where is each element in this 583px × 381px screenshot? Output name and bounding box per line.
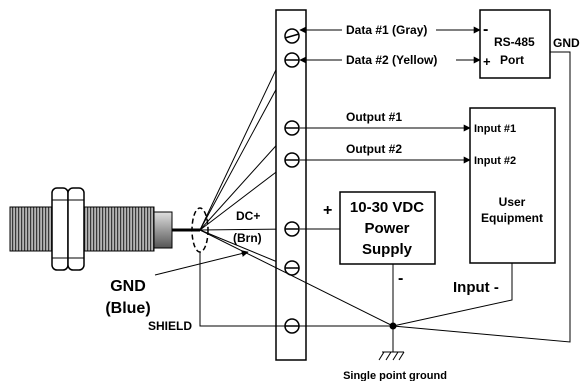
sensor-body [153, 211, 173, 249]
brn-label: (Brn) [233, 231, 262, 245]
dcplus-label: DC+ [236, 209, 260, 223]
data1-label: Data #1 (Gray) [346, 23, 427, 37]
terminal-screw [284, 28, 300, 44]
terminal-screw [284, 52, 300, 68]
ground-symbol-icon [378, 351, 405, 361]
gnd-label: GND [110, 278, 146, 295]
terminal-screw [284, 152, 300, 168]
terminal-screw [284, 120, 300, 136]
power-minus: - [398, 270, 403, 287]
gnd-return-wire [199, 229, 394, 327]
sensor [9, 187, 200, 271]
user-equipment-line1: User [499, 195, 526, 209]
rs485-gnd-wire [392, 51, 571, 343]
power-plus: + [323, 202, 332, 219]
terminal-screw [284, 260, 300, 276]
shield-label: SHIELD [148, 319, 192, 333]
rs485-gnd-label: GND [553, 36, 580, 50]
sensor-thread-right [81, 206, 155, 252]
user-input2-label: Input #2 [474, 155, 516, 167]
ground-label: Single point ground [343, 370, 447, 381]
power-line3: Supply [362, 241, 413, 258]
power-line1: 10-30 VDC [350, 199, 424, 216]
sensor-thread-left [9, 206, 55, 252]
sensor-nut-right [67, 187, 85, 271]
user-equipment-line2: Equipment [481, 211, 543, 225]
shield-wire [199, 252, 393, 327]
blue-label: (Blue) [105, 300, 150, 317]
rs485-title: RS-485 [494, 35, 535, 49]
output1-label: Output #1 [346, 110, 402, 124]
rs485-plus: + [483, 54, 491, 69]
user-equipment-box [469, 107, 556, 264]
terminal-screw [284, 221, 300, 237]
power-line2: Power [364, 220, 409, 237]
rs485-minus: - [483, 21, 488, 38]
data2-label: Data #2 (Yellow) [346, 53, 437, 67]
gnd-arrow [154, 250, 249, 276]
input-minus-wire [392, 263, 513, 327]
user-input1-label: Input #1 [474, 123, 516, 135]
output2-label: Output #2 [346, 142, 402, 156]
power-supply-box [339, 191, 436, 265]
terminal-block [275, 9, 307, 361]
rs485-port-box [479, 9, 551, 79]
input-minus-label: Input - [453, 279, 499, 296]
rs485-port-label: Port [500, 53, 524, 67]
